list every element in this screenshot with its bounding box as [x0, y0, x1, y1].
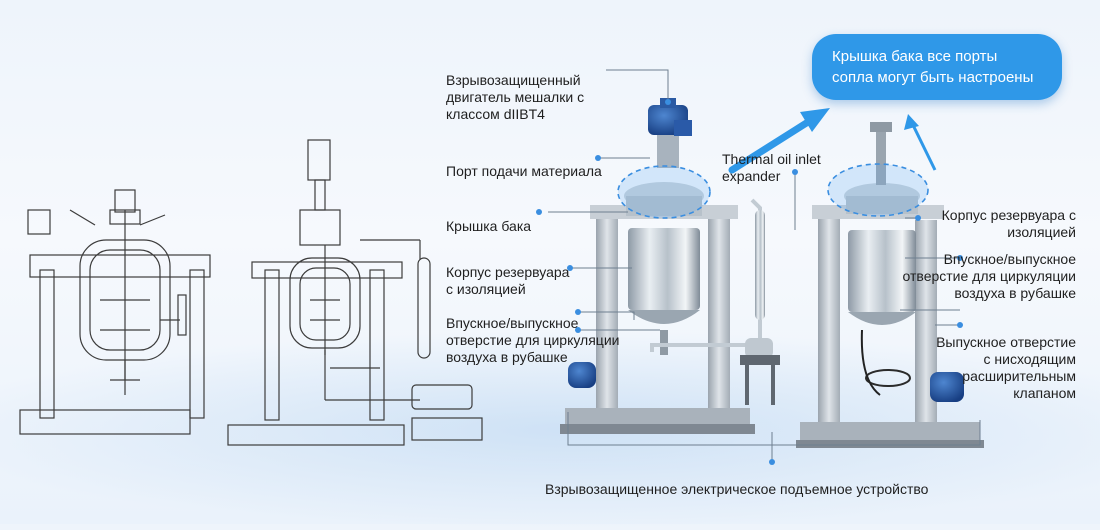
label-tank-lid: Крышка бака	[446, 218, 532, 234]
label-agitator-motor: Взрывозащищенный двигатель мешалки с кла…	[446, 72, 585, 122]
label-feed-port: Порт подачи материала	[446, 163, 602, 179]
leader-dots	[536, 99, 963, 465]
label-tank-body-right: Корпус резервуара с изоляцией	[941, 207, 1076, 240]
callout-line-1: Крышка бака все порты	[832, 48, 998, 65]
label-jacket-ports-right: Впускное/выпускное отверстие для циркуля…	[902, 251, 1076, 301]
leader-lines	[548, 69, 981, 462]
callout-line-2: сопла могут быть настроены	[832, 69, 1034, 86]
label-jacket-ports-left: Впускное/выпускное отверстие для циркуля…	[446, 315, 620, 365]
reactor-photo-left	[560, 98, 780, 434]
callout-arrows	[728, 108, 937, 174]
label-lifting-device: Взрывозащищенное электрическое подъемное…	[545, 481, 929, 497]
label-tank-body-left: Корпус резервуара с изоляцией	[446, 264, 570, 297]
label-outlet-valve: Выпускное отверстие с нисходящим расшири…	[936, 334, 1076, 401]
reactor-photo-right	[796, 122, 984, 448]
line-drawing-reactor-2	[227, 139, 483, 446]
line-drawing-reactor-1	[19, 189, 211, 435]
nozzle-customization-callout: Крышка бака все порты сопла могут быть н…	[812, 34, 1062, 100]
label-thermal-oil-expander: Thermal oil inlet expander	[722, 151, 821, 184]
